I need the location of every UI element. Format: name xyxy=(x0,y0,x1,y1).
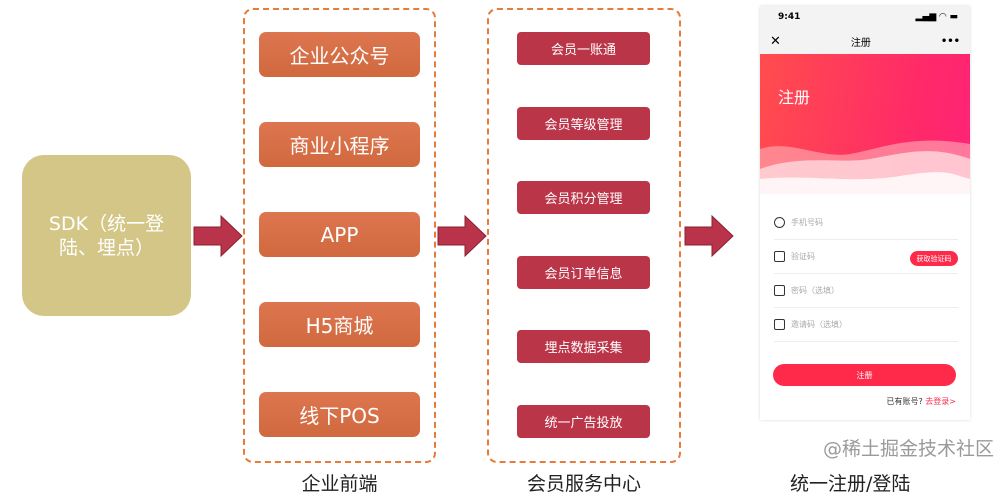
frontend-item[interactable]: H5商城 xyxy=(259,302,420,347)
phone-caption: 统一注册/登陆 xyxy=(790,473,911,495)
password-input[interactable]: 密码（选填） xyxy=(774,274,958,308)
member-caption: 会员服务中心 xyxy=(526,473,641,495)
close-icon[interactable]: ✕ xyxy=(770,33,781,49)
login-prompt: 已有账号? 去登录> xyxy=(887,396,957,407)
more-icon[interactable]: ••• xyxy=(940,35,960,47)
invite-code-icon xyxy=(774,319,785,330)
code-placeholder: 验证码 xyxy=(791,252,815,261)
sdk-box: SDK（统一登陆、埋点） xyxy=(22,155,191,316)
wave-decoration xyxy=(760,140,970,194)
password-placeholder: 密码（选填） xyxy=(791,286,839,295)
sdk-label: SDK（统一登陆、埋点） xyxy=(48,212,165,259)
signal-wifi-battery-icon: ▂▄▆ ◠ ▬ xyxy=(915,12,958,22)
has-account-text: 已有账号? xyxy=(886,397,923,406)
member-group xyxy=(487,8,681,463)
watermark: @稀土掘金技术社区 xyxy=(822,438,994,460)
nav-bar: ✕ 注册 ••• xyxy=(760,28,970,54)
arrow-right-icon xyxy=(437,215,487,257)
member-item[interactable]: 统一广告投放 xyxy=(517,405,650,438)
frontend-group xyxy=(243,8,436,463)
login-link[interactable]: 去登录> xyxy=(925,397,956,406)
member-item[interactable]: 会员订单信息 xyxy=(517,256,650,289)
frontend-caption: 企业前端 xyxy=(301,473,378,495)
invite-placeholder: 邀请码（选填） xyxy=(791,320,847,329)
hero-banner: 注册 xyxy=(760,54,970,194)
member-item[interactable]: 会员一账通 xyxy=(517,32,650,65)
register-button[interactable]: 注册 xyxy=(773,364,956,386)
arrow-right-icon xyxy=(193,215,243,257)
invite-code-input[interactable]: 邀请码（选填） xyxy=(774,308,958,342)
frontend-item[interactable]: 线下POS xyxy=(259,392,420,437)
frontend-item[interactable]: 企业公众号 xyxy=(259,32,420,77)
status-bar: 9:41 ▂▄▆ ◠ ▬ xyxy=(760,6,970,28)
phone-mockup: 9:41 ▂▄▆ ◠ ▬ ✕ 注册 ••• 注册 手机号码 验证码 获取验证码 密码（… xyxy=(760,6,970,420)
get-code-button[interactable]: 获取验证码 xyxy=(910,251,958,266)
phone-input[interactable]: 手机号码 xyxy=(774,206,958,240)
phone-placeholder: 手机号码 xyxy=(791,218,823,227)
frontend-item[interactable]: APP xyxy=(259,212,420,257)
arrow-right-icon xyxy=(684,215,734,257)
code-input[interactable]: 验证码 xyxy=(774,240,958,274)
nav-title: 注册 xyxy=(850,37,871,49)
clock: 9:41 xyxy=(778,12,801,22)
frontend-item[interactable]: 商业小程序 xyxy=(259,122,420,167)
member-item[interactable]: 会员积分管理 xyxy=(517,181,650,214)
lock-icon xyxy=(774,285,785,296)
member-item[interactable]: 埋点数据采集 xyxy=(517,330,650,363)
phone-icon xyxy=(774,217,785,228)
member-item[interactable]: 会员等级管理 xyxy=(517,107,650,140)
hero-title: 注册 xyxy=(778,88,811,107)
message-icon xyxy=(774,251,785,262)
